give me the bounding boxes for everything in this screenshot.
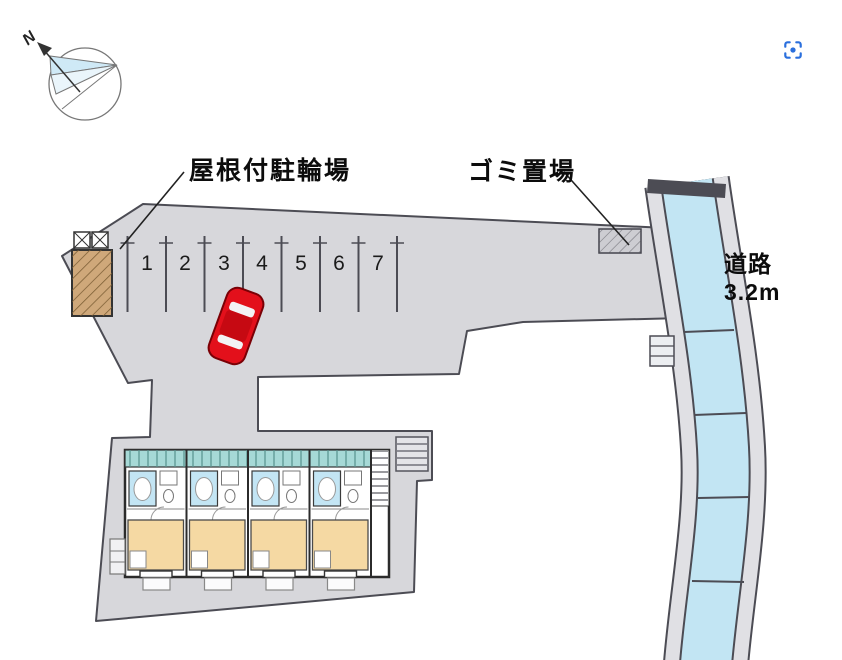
building	[109, 448, 391, 591]
bicycle-shed	[71, 231, 113, 317]
road-label-text: 道路	[724, 251, 772, 277]
parking-space-number: 3	[218, 252, 230, 275]
unit-room	[127, 470, 185, 591]
garbage-label-leader	[563, 171, 630, 246]
garbage-area	[598, 228, 642, 254]
bicycle-parking-label: 屋根付駐輪場	[189, 157, 352, 185]
entrance-steps	[109, 538, 126, 575]
road	[644, 176, 767, 660]
north-arrow	[42, 48, 81, 93]
expand-icon[interactable]	[782, 39, 804, 61]
road-joint-lines	[683, 329, 751, 583]
compass	[37, 42, 122, 121]
unit-room	[188, 470, 246, 591]
parking-space-number: 1	[141, 252, 153, 275]
road-width-text: 3.2m	[724, 279, 781, 305]
bicycle-label-leader	[119, 171, 185, 250]
car	[207, 286, 265, 366]
road-label: 道路 3.2m	[724, 250, 780, 306]
parking-space-number: 6	[333, 252, 345, 275]
region-expand-icon	[784, 41, 802, 59]
road-end-cap	[647, 179, 726, 198]
parking-space-number: 7	[372, 252, 384, 275]
unit-room	[311, 470, 369, 591]
parking-space-number: 4	[256, 252, 268, 275]
parking-dividers	[120, 236, 404, 312]
garbage-area-label: ゴミ置場	[468, 158, 577, 186]
external-stairs	[395, 436, 429, 472]
internal-stairs	[370, 449, 390, 507]
unit-room	[250, 470, 308, 591]
vent-icon	[73, 231, 91, 249]
road-steps	[649, 335, 675, 367]
parking-space-number: 2	[179, 252, 191, 275]
parking-space-number: 5	[295, 252, 307, 275]
vent-icon	[91, 231, 109, 249]
unit-walls	[185, 450, 372, 577]
